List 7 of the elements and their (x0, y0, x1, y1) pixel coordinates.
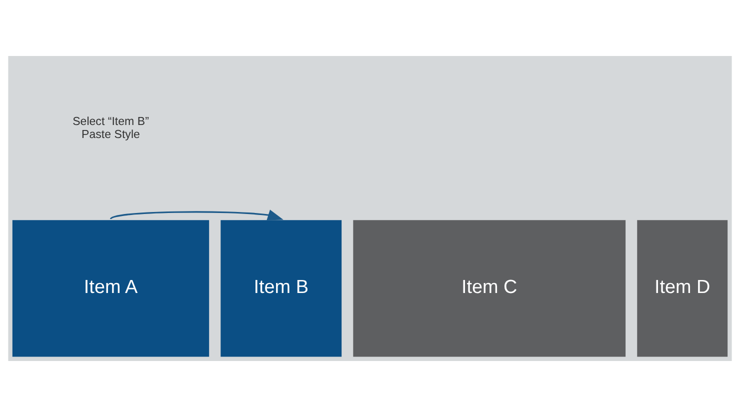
label: Paste Style (82, 128, 140, 140)
node-box: Item D (637, 220, 728, 356)
label: Select “Item B” (72, 116, 149, 128)
node-box: Item B (220, 220, 342, 356)
node-box: Item A (12, 220, 210, 356)
node-box: Item C (353, 220, 626, 356)
arrow (110, 209, 284, 220)
